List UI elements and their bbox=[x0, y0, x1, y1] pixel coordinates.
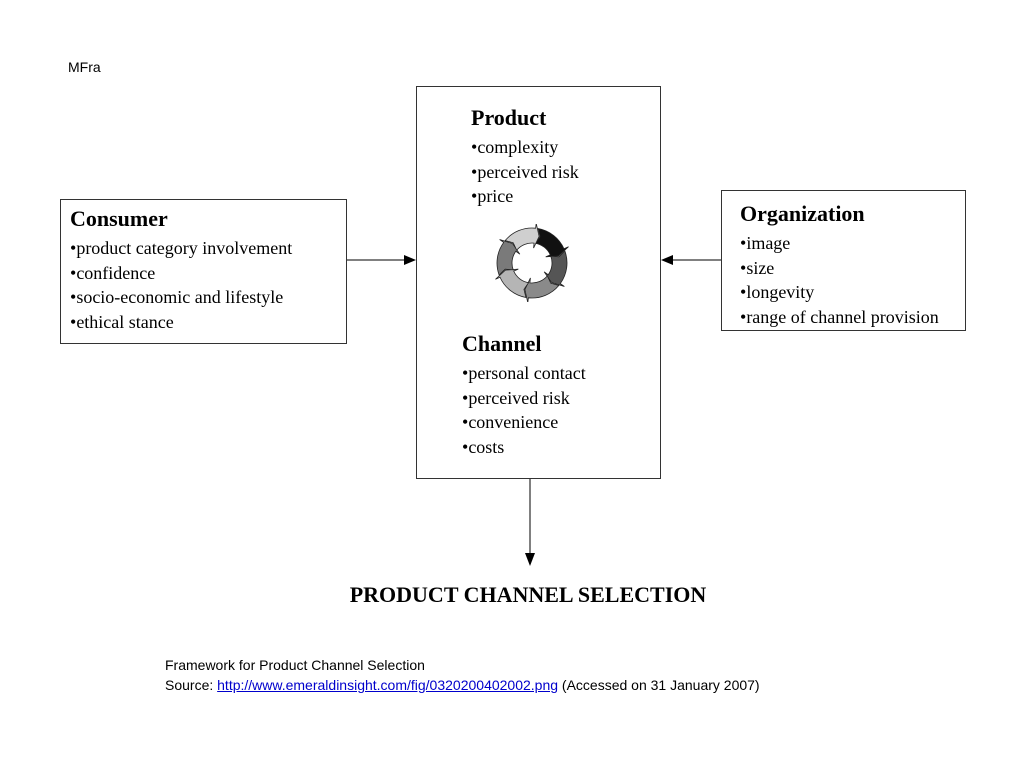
header-label: MFra bbox=[68, 59, 101, 75]
list-item: product category involvement bbox=[70, 236, 346, 261]
list-item: confidence bbox=[70, 261, 346, 286]
list-item: size bbox=[740, 256, 965, 281]
center-to-outcome-arrow bbox=[525, 479, 535, 566]
list-item: perceived risk bbox=[471, 160, 578, 185]
consumer-title: Consumer bbox=[70, 206, 168, 231]
list-item: ethical stance bbox=[70, 310, 346, 335]
channel-section: Channel personal contact perceived risk … bbox=[462, 331, 586, 459]
consumer-box: Consumer product category involvement co… bbox=[60, 199, 347, 344]
cycle-segment bbox=[504, 224, 540, 251]
channel-list: personal contact perceived risk convenie… bbox=[462, 361, 586, 460]
organization-to-center-arrow bbox=[661, 255, 721, 265]
outcome-label: PRODUCT CHANNEL SELECTION bbox=[349, 582, 707, 607]
list-item: socio-economic and lifestyle bbox=[70, 285, 346, 310]
list-item: image bbox=[740, 231, 965, 256]
organization-title: Organization bbox=[740, 201, 865, 226]
list-item: longevity bbox=[740, 280, 965, 305]
organization-box: Organization image size longevity range … bbox=[721, 190, 966, 331]
product-channel-box: Product complexity perceived risk price … bbox=[416, 86, 661, 479]
accessed-note: (Accessed on 31 January 2007) bbox=[558, 677, 760, 693]
list-item: price bbox=[471, 184, 579, 209]
list-item: range of channel provision bbox=[740, 305, 965, 330]
list-item: complexity bbox=[471, 135, 579, 160]
cycle-icon bbox=[495, 224, 569, 302]
caption-source: Source: http://www.emeraldinsight.com/fi… bbox=[165, 675, 760, 695]
caption-title: Framework for Product Channel Selection bbox=[165, 657, 425, 673]
list-item: costs bbox=[462, 435, 586, 460]
consumer-to-center-arrow bbox=[347, 255, 416, 265]
product-title: Product bbox=[471, 105, 547, 130]
organization-list: image size longevity range of channel pr… bbox=[740, 231, 965, 329]
list-item: convenience bbox=[462, 410, 586, 435]
consumer-list: product category involvement confidence … bbox=[70, 236, 346, 334]
caption: Framework for Product Channel Selection … bbox=[165, 655, 760, 695]
list-item: personal contact bbox=[462, 361, 585, 386]
source-link[interactable]: http://www.emeraldinsight.com/fig/032020… bbox=[217, 677, 559, 693]
channel-title: Channel bbox=[462, 331, 542, 356]
list-item: perceived risk bbox=[462, 386, 586, 411]
product-list: complexity perceived risk price bbox=[471, 135, 579, 209]
source-label: Source: bbox=[165, 677, 218, 693]
product-section: Product complexity perceived risk price bbox=[471, 105, 579, 209]
